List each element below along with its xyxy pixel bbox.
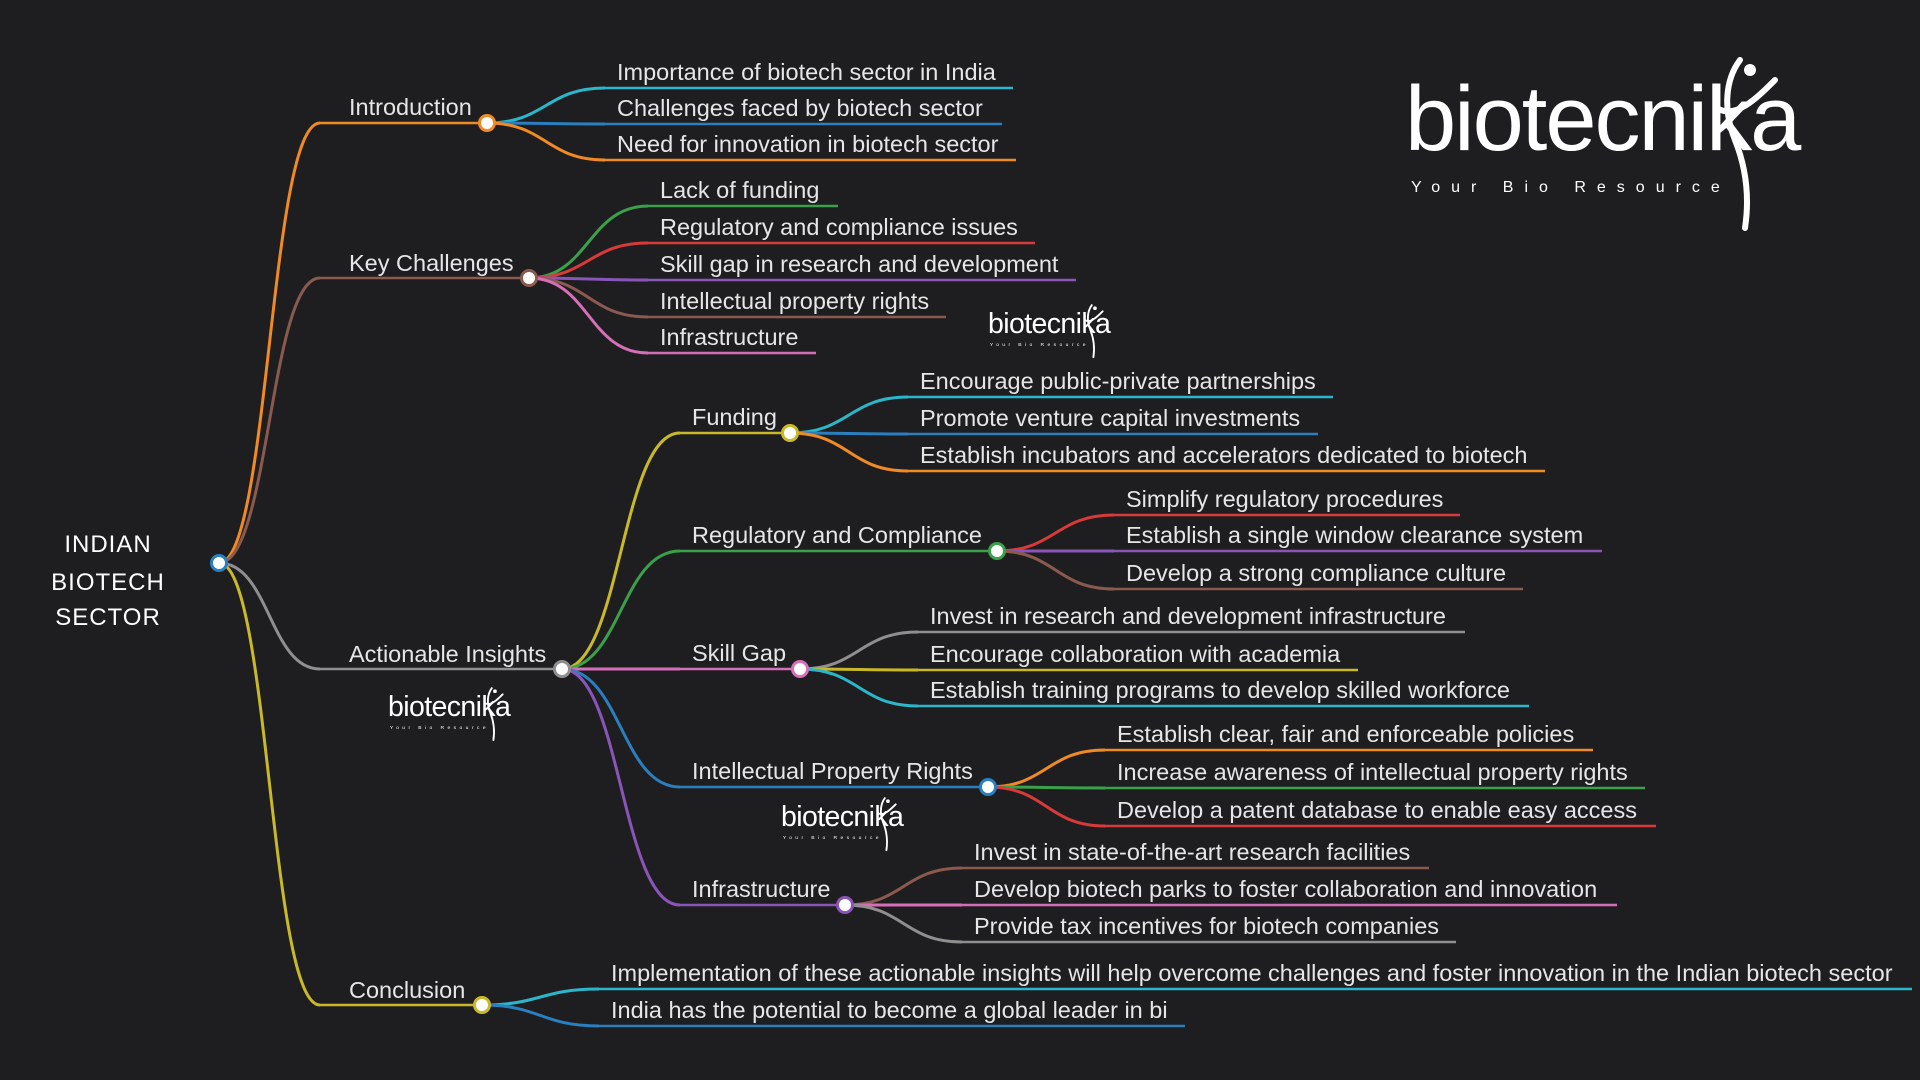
root-label-line: SECTOR [55,604,161,631]
branch-edge [218,121,321,565]
sub-branch-edge [561,667,681,789]
leaf-label: Lack of funding [660,177,819,203]
leaf-label: Invest in research and development infra… [930,603,1446,629]
mind-map-labels: INDIAN BIOTECH SECTOR Introduction Importanc… [51,59,1893,1023]
logo-figure-icon [1714,57,1778,231]
root-node[interactable] [210,554,228,572]
leaf-edge [481,987,600,1007]
root-label-line: BIOTECH [51,569,165,596]
branch-label: Conclusion [349,977,465,1003]
mind-map-nodes [210,114,1006,1014]
mind-map-underlines [320,86,1912,1028]
sub-branch-node[interactable] [791,660,809,678]
leaf-label: Invest in state-of-the-art research faci… [974,839,1410,865]
leaf-label: Encourage collaboration with academia [930,641,1341,667]
leaf-label: Establish incubators and accelerators de… [920,442,1527,468]
leaf-edge [844,866,963,907]
root-label-line: INDIAN [64,531,151,558]
logo-figure-icon [483,687,504,742]
leaf-label: Implementation of these actionable insig… [611,960,1893,986]
leaf-edge [799,667,919,708]
branch-node[interactable] [473,996,491,1014]
leaf-label: Develop biotech parks to foster collabor… [974,876,1597,902]
leaf-label: Regulatory and compliance issues [660,214,1018,240]
leaf-edge [528,241,649,280]
branch-edge [218,276,321,565]
branch-edge [218,561,321,671]
leaf-edge [844,903,963,944]
sub-branch-node[interactable] [836,896,854,914]
logo-head-icon [886,799,890,804]
logo-tagline: Your Bio Resource [390,725,489,731]
leaf-label: Importance of biotech sector in India [617,59,997,85]
leaf-label: Provide tax incentives for biotech compa… [974,913,1439,939]
leaf-edge [987,785,1106,828]
leaf-edge [996,549,1115,591]
leaf-edge [528,276,649,319]
leaf-label: Infrastructure [660,324,798,350]
leaf-label: Intellectual property rights [660,288,929,314]
sub-branch-label: Regulatory and Compliance [692,522,982,548]
leaf-label: Develop a strong compliance culture [1126,560,1506,586]
leaf-label: Develop a patent database to enable easy… [1117,797,1637,823]
sub-branch-label: Skill Gap [692,640,786,666]
sub-branch-edge [561,431,681,671]
mind-map-edges [218,86,1115,1028]
sub-branch-node[interactable] [781,424,799,442]
logo-head-icon [493,689,497,694]
leaf-edge [528,204,649,280]
leaf-label: Skill gap in research and development [660,251,1059,277]
logo-figure-icon [1083,304,1104,359]
leaf-label: Increase awareness of intellectual prope… [1117,759,1628,785]
sub-branch-label: Intellectual Property Rights [692,758,973,784]
sub-branch-node[interactable] [979,778,997,796]
leaf-label: Establish a single window clearance syst… [1126,522,1583,548]
logo-tagline: Your Bio Resource [783,835,882,841]
branch-node[interactable] [520,269,538,287]
leaf-edge [789,431,909,473]
leaf-label: Simplify regulatory procedures [1126,486,1443,512]
branch-edge [218,561,321,1007]
logo-tagline: Your Bio Resource [990,342,1089,348]
leaf-edge [996,513,1115,553]
leaf-label: Encourage public-private partnerships [920,368,1316,394]
leaf-edge [799,630,919,671]
leaf-label: Promote venture capital investments [920,405,1300,431]
logo-tagline: Your Bio Resource [1411,179,1731,196]
logo-figure-icon [876,797,897,852]
sub-branch-node[interactable] [988,542,1006,560]
leaf-edge [528,276,649,355]
leaf-edge [486,86,606,125]
branch-label: Introduction [349,94,472,120]
leaf-edge [481,1003,600,1028]
leaf-edge [486,121,606,162]
leaf-label: Challenges faced by biotech sector [617,95,983,121]
leaf-edge [789,395,909,435]
sub-branch-edge [561,667,681,907]
logo-head-icon [1744,64,1756,76]
branch-node[interactable] [553,660,571,678]
sub-branch-label: Infrastructure [692,876,830,902]
leaf-label: Establish training programs to develop s… [930,677,1510,703]
branch-label: Actionable Insights [349,641,546,667]
branch-node[interactable] [478,114,496,132]
branch-label: Key Challenges [349,250,514,276]
leaf-label: India has the potential to become a glob… [611,997,1168,1023]
sub-branch-edge [561,549,681,671]
leaf-label: Need for innovation in biotech sector [617,131,999,157]
logo-head-icon [1093,306,1097,311]
sub-branch-label: Funding [692,404,777,430]
leaf-label: Establish clear, fair and enforceable po… [1117,721,1574,747]
leaf-edge [987,748,1106,789]
